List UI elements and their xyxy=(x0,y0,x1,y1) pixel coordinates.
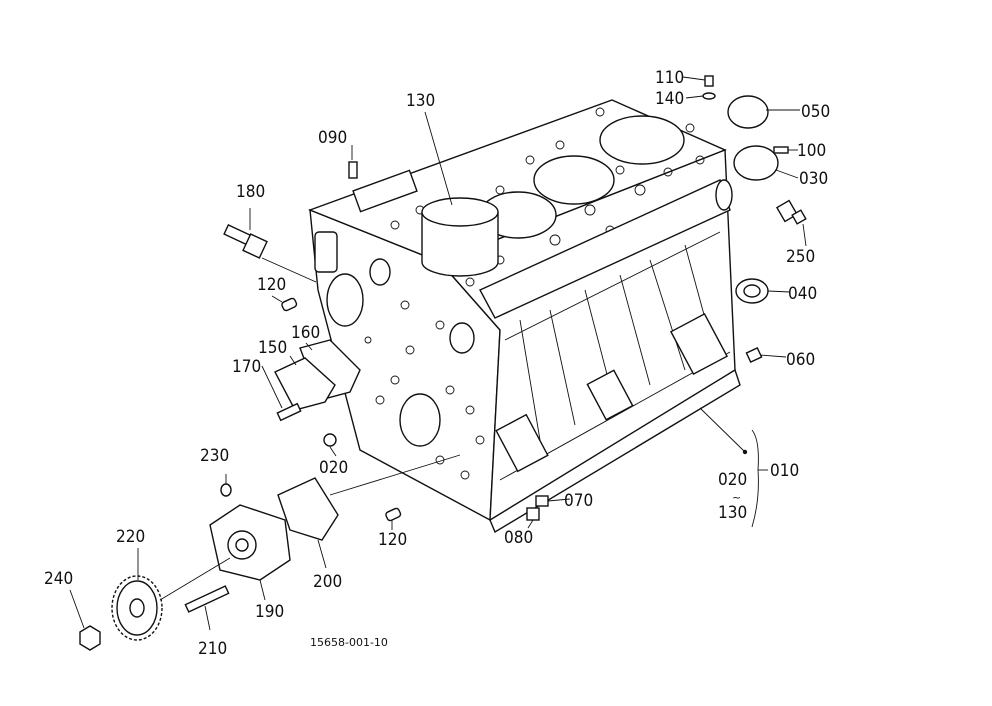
callout-090: 090 xyxy=(318,128,347,148)
callout-130: 130 xyxy=(406,91,435,111)
callout-030: 030 xyxy=(799,169,828,189)
pin-230 xyxy=(220,483,232,497)
callout-140: 140 xyxy=(655,89,684,109)
drawing-number: 15658-001-10 xyxy=(310,636,388,649)
leader-lines xyxy=(69,76,807,631)
plug-110 xyxy=(702,75,716,100)
callout-220: 220 xyxy=(116,527,145,547)
plug-050 xyxy=(727,95,769,129)
oil-seal-040 xyxy=(735,278,769,304)
svg-text:~: ~ xyxy=(732,491,741,504)
callout-080: 080 xyxy=(504,528,533,548)
callout-010: 010 xyxy=(770,461,799,481)
callout-020-range-start: 020 xyxy=(718,470,747,490)
callout-160: 160 xyxy=(291,323,320,343)
callout-040: 040 xyxy=(788,284,817,304)
callout-200: 200 xyxy=(313,572,342,592)
bolt-180 xyxy=(223,224,268,259)
pin-100 xyxy=(773,146,789,154)
callout-130-range-end: 130 xyxy=(718,503,747,523)
bolt-210 xyxy=(184,585,230,613)
plug-060 xyxy=(745,347,763,363)
plug-020 xyxy=(323,433,337,447)
dowel-120a xyxy=(281,297,298,312)
pin-090 xyxy=(348,161,358,179)
callout-170: 170 xyxy=(232,357,261,377)
gasket-200 xyxy=(277,477,339,541)
callout-070: 070 xyxy=(564,491,593,511)
nut-240 xyxy=(79,625,101,651)
callout-210: 210 xyxy=(198,639,227,659)
callout-180: 180 xyxy=(236,182,265,202)
callout-150: 150 xyxy=(258,338,287,358)
callout-120-upper: 120 xyxy=(257,275,286,295)
callout-050: 050 xyxy=(801,102,830,122)
callout-120-lower: 120 xyxy=(378,530,407,550)
callout-060: 060 xyxy=(786,350,815,370)
gear-220 xyxy=(111,575,163,641)
cylinder-block xyxy=(308,99,741,534)
plug-070 xyxy=(535,495,549,507)
plug-030 xyxy=(733,145,779,181)
bolt-170 xyxy=(276,402,302,422)
callout-250: 250 xyxy=(786,247,815,267)
plug-080 xyxy=(526,507,540,521)
callout-110: 110 xyxy=(655,68,684,88)
callout-100: 100 xyxy=(797,141,826,161)
callout-020: 020 xyxy=(319,458,348,478)
cover-150 xyxy=(274,357,336,411)
dowel-120b xyxy=(385,507,402,522)
callout-230: 230 xyxy=(200,446,229,466)
oil-switch-250 xyxy=(775,199,807,225)
oil-pump-190 xyxy=(209,504,291,581)
callout-240: 240 xyxy=(44,569,73,589)
callout-190: 190 xyxy=(255,602,284,622)
